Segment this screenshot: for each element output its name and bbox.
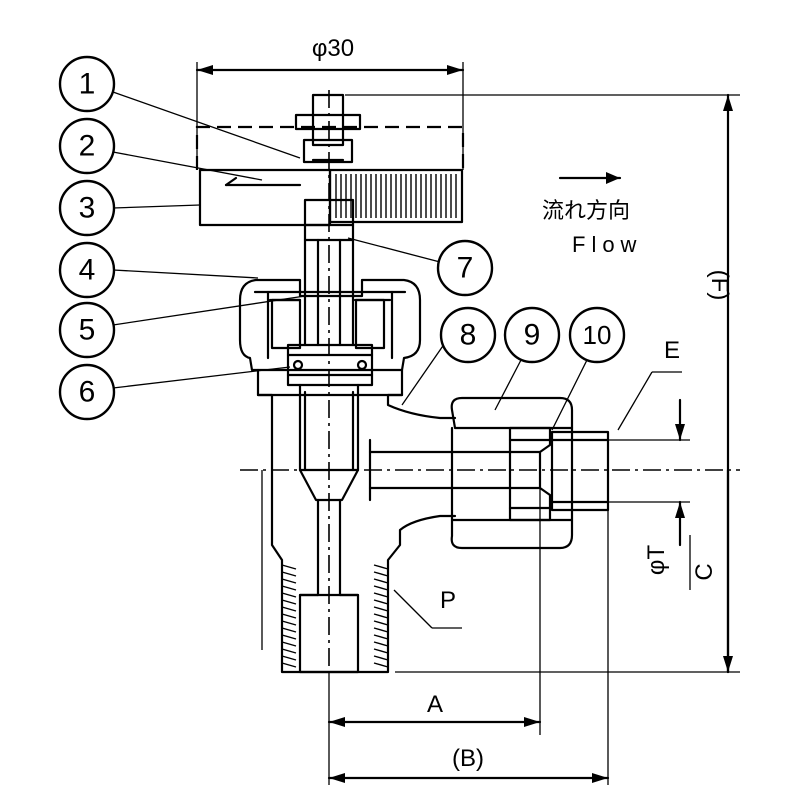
- callout-6: 6: [58, 363, 116, 421]
- dimension-B: (B): [327, 510, 610, 785]
- callout-8: 8: [439, 306, 497, 364]
- handle-knob: [198, 168, 464, 227]
- callout-7: 7: [436, 239, 494, 297]
- body-thread-right: [373, 564, 389, 668]
- label-E: E: [617, 337, 682, 431]
- dim-T-label: φT: [643, 545, 670, 576]
- dim-F-label: (F): [706, 270, 733, 301]
- dimension-phi30: φ30: [195, 35, 465, 170]
- flow-annotation: 流れ方向 Flow: [542, 172, 642, 257]
- svg-text:7: 7: [457, 252, 474, 285]
- svg-text:5: 5: [79, 314, 96, 347]
- svg-text:3: 3: [79, 192, 96, 225]
- dimension-A: A: [327, 452, 542, 785]
- dimension-T: φT: [608, 398, 691, 590]
- callout-3: 3: [58, 179, 116, 237]
- knurl-lines: [335, 174, 457, 218]
- svg-text:2: 2: [79, 130, 96, 163]
- svg-text:9: 9: [524, 319, 541, 352]
- svg-text:4: 4: [79, 254, 96, 287]
- dim-phi30-label: φ30: [312, 35, 354, 62]
- dim-A-label: A: [427, 691, 443, 718]
- label-E-text: E: [664, 337, 680, 364]
- leader-lines: [112, 91, 588, 431]
- handle-dashed-outline: [195, 125, 465, 170]
- dimension-F: (F): [345, 93, 740, 674]
- stem-top-nut: [294, 93, 362, 164]
- outlet-fitting: [450, 396, 610, 550]
- label-P-text: P: [440, 587, 456, 614]
- svg-text:6: 6: [79, 376, 96, 409]
- svg-text:8: 8: [460, 319, 477, 352]
- flow-label-jp: 流れ方向: [542, 198, 630, 223]
- svg-text:1: 1: [79, 68, 96, 101]
- dimension-C: C: [691, 468, 730, 674]
- packing-oring: [286, 343, 374, 387]
- callout-4: 4: [58, 241, 116, 299]
- dim-C-label: C: [691, 563, 718, 580]
- dim-B-label: (B): [452, 745, 484, 772]
- flow-label-en: Flow: [572, 232, 642, 257]
- label-P: P: [393, 587, 462, 629]
- callout-5: 5: [58, 301, 116, 359]
- callout-1: 1: [58, 55, 116, 113]
- callout-9: 9: [503, 306, 561, 364]
- svg-text:10: 10: [583, 320, 612, 350]
- bonnet-nut: [238, 278, 422, 372]
- callout-2: 2: [58, 117, 116, 175]
- body-thread-left: [281, 564, 297, 668]
- callout-10: 10: [568, 306, 626, 364]
